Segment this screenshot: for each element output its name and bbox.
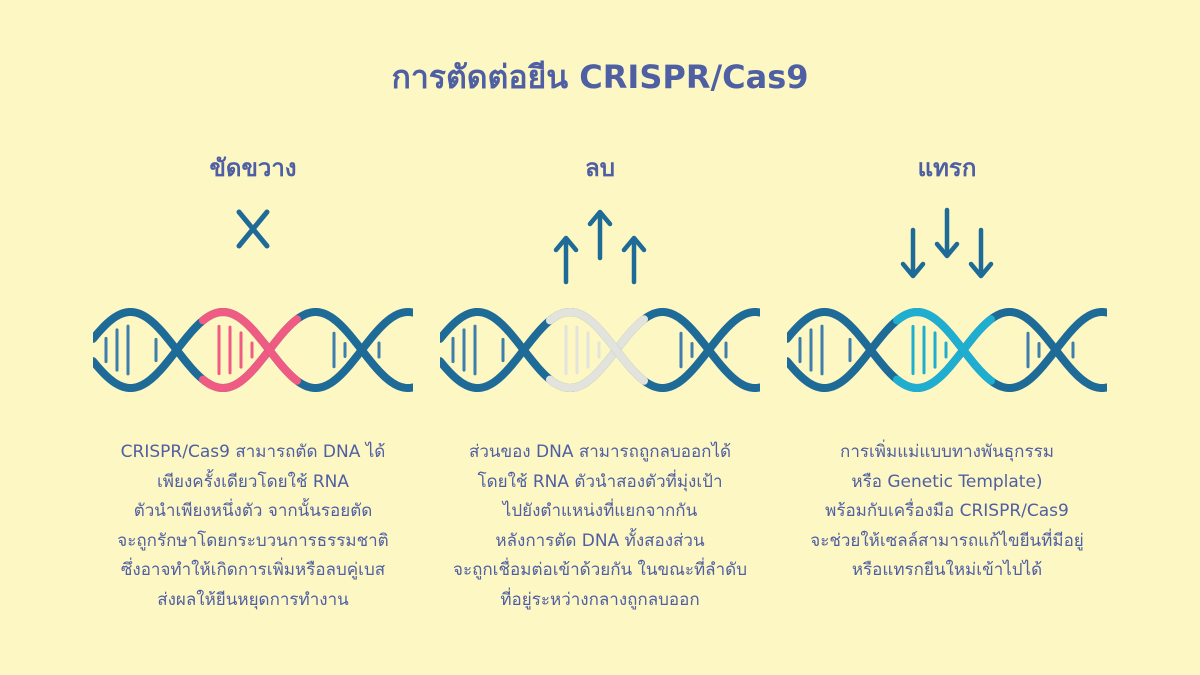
dna-helix-delete — [440, 307, 760, 393]
up-arrows-icon — [553, 209, 647, 285]
description-line: โดยใช้ RNA ตัวนำสองตัวที่มุ่งเป้า — [477, 471, 723, 492]
description-line: ส่งผลให้ยีนหยุดการทำงาน — [157, 589, 349, 610]
description-line: หรือ Genetic Template) — [851, 471, 1043, 492]
description-line: จะถูกเชื่อมต่อเข้าด้วยกัน ในขณะที่ลำดับ — [453, 560, 747, 580]
column-title-block: ขัดขวาง — [209, 154, 297, 182]
column-description-insert: การเพิ่มแม่แบบทางพันธุกรรม หรือ Genetic … — [767, 438, 1127, 586]
column-title-insert: แทรก — [917, 154, 977, 182]
description-line: จะถูกรักษาโดยกระบวนการธรรมชาติ — [117, 530, 389, 551]
description-line: เพียงครั้งเดียวโดยใช้ RNA — [157, 471, 349, 492]
description-line: ไปยังตำแหน่งที่แยกจากกัน — [502, 501, 698, 521]
description-line: พร้อมกับเครื่องมือ CRISPR/Cas9 — [825, 501, 1069, 521]
column-description-delete: ส่วนของ DNA สามารถถูกลบออกได้ โดยใช้ RNA… — [420, 438, 780, 615]
description-line: ส่วนของ DNA สามารถถูกลบออกได้ — [468, 442, 732, 462]
description-line: ที่อยู่ระหว่างกลางถูกลบออก — [500, 589, 700, 610]
description-line: CRISPR/Cas9 สามารถตัด DNA ได้ — [120, 442, 386, 462]
dna-helix-insert — [787, 307, 1107, 393]
dna-strand-highlight — [893, 307, 995, 385]
dna-helix-block — [93, 307, 413, 393]
description-line: จะช่วยให้เซลล์สามารถแก้ไขยีนที่มีอยู่ — [810, 530, 1084, 551]
description-line: หลังการตัด DNA ทั้งสองส่วน — [495, 530, 705, 551]
description-line: หรือแทรกยีนใหม่เข้าไปได้ — [851, 560, 1043, 580]
column-description-block: CRISPR/Cas9 สามารถตัด DNA ได้ เพียงครั้ง… — [73, 438, 433, 615]
down-arrows-icon — [900, 207, 994, 279]
description-line: ตัวนำเพียงหนึ่งตัว จากนั้นรอยตัด — [133, 501, 373, 521]
dna-strand-highlight — [546, 315, 648, 393]
column-title-delete: ลบ — [585, 154, 615, 182]
description-line: การเพิ่มแม่แบบทางพันธุกรรม — [840, 442, 1054, 462]
description-line: ซึ่งอาจทำให้เกิดการเพิ่มหรือลบคู่เบส — [120, 560, 386, 580]
dna-strand-highlight — [546, 307, 648, 385]
dna-strand-highlight — [893, 315, 995, 393]
dna-strand-highlight — [199, 315, 301, 393]
cross-icon — [236, 209, 270, 249]
page-title: การตัดต่อยีน CRISPR/Cas9 — [391, 58, 809, 96]
dna-strand-highlight — [199, 307, 301, 385]
